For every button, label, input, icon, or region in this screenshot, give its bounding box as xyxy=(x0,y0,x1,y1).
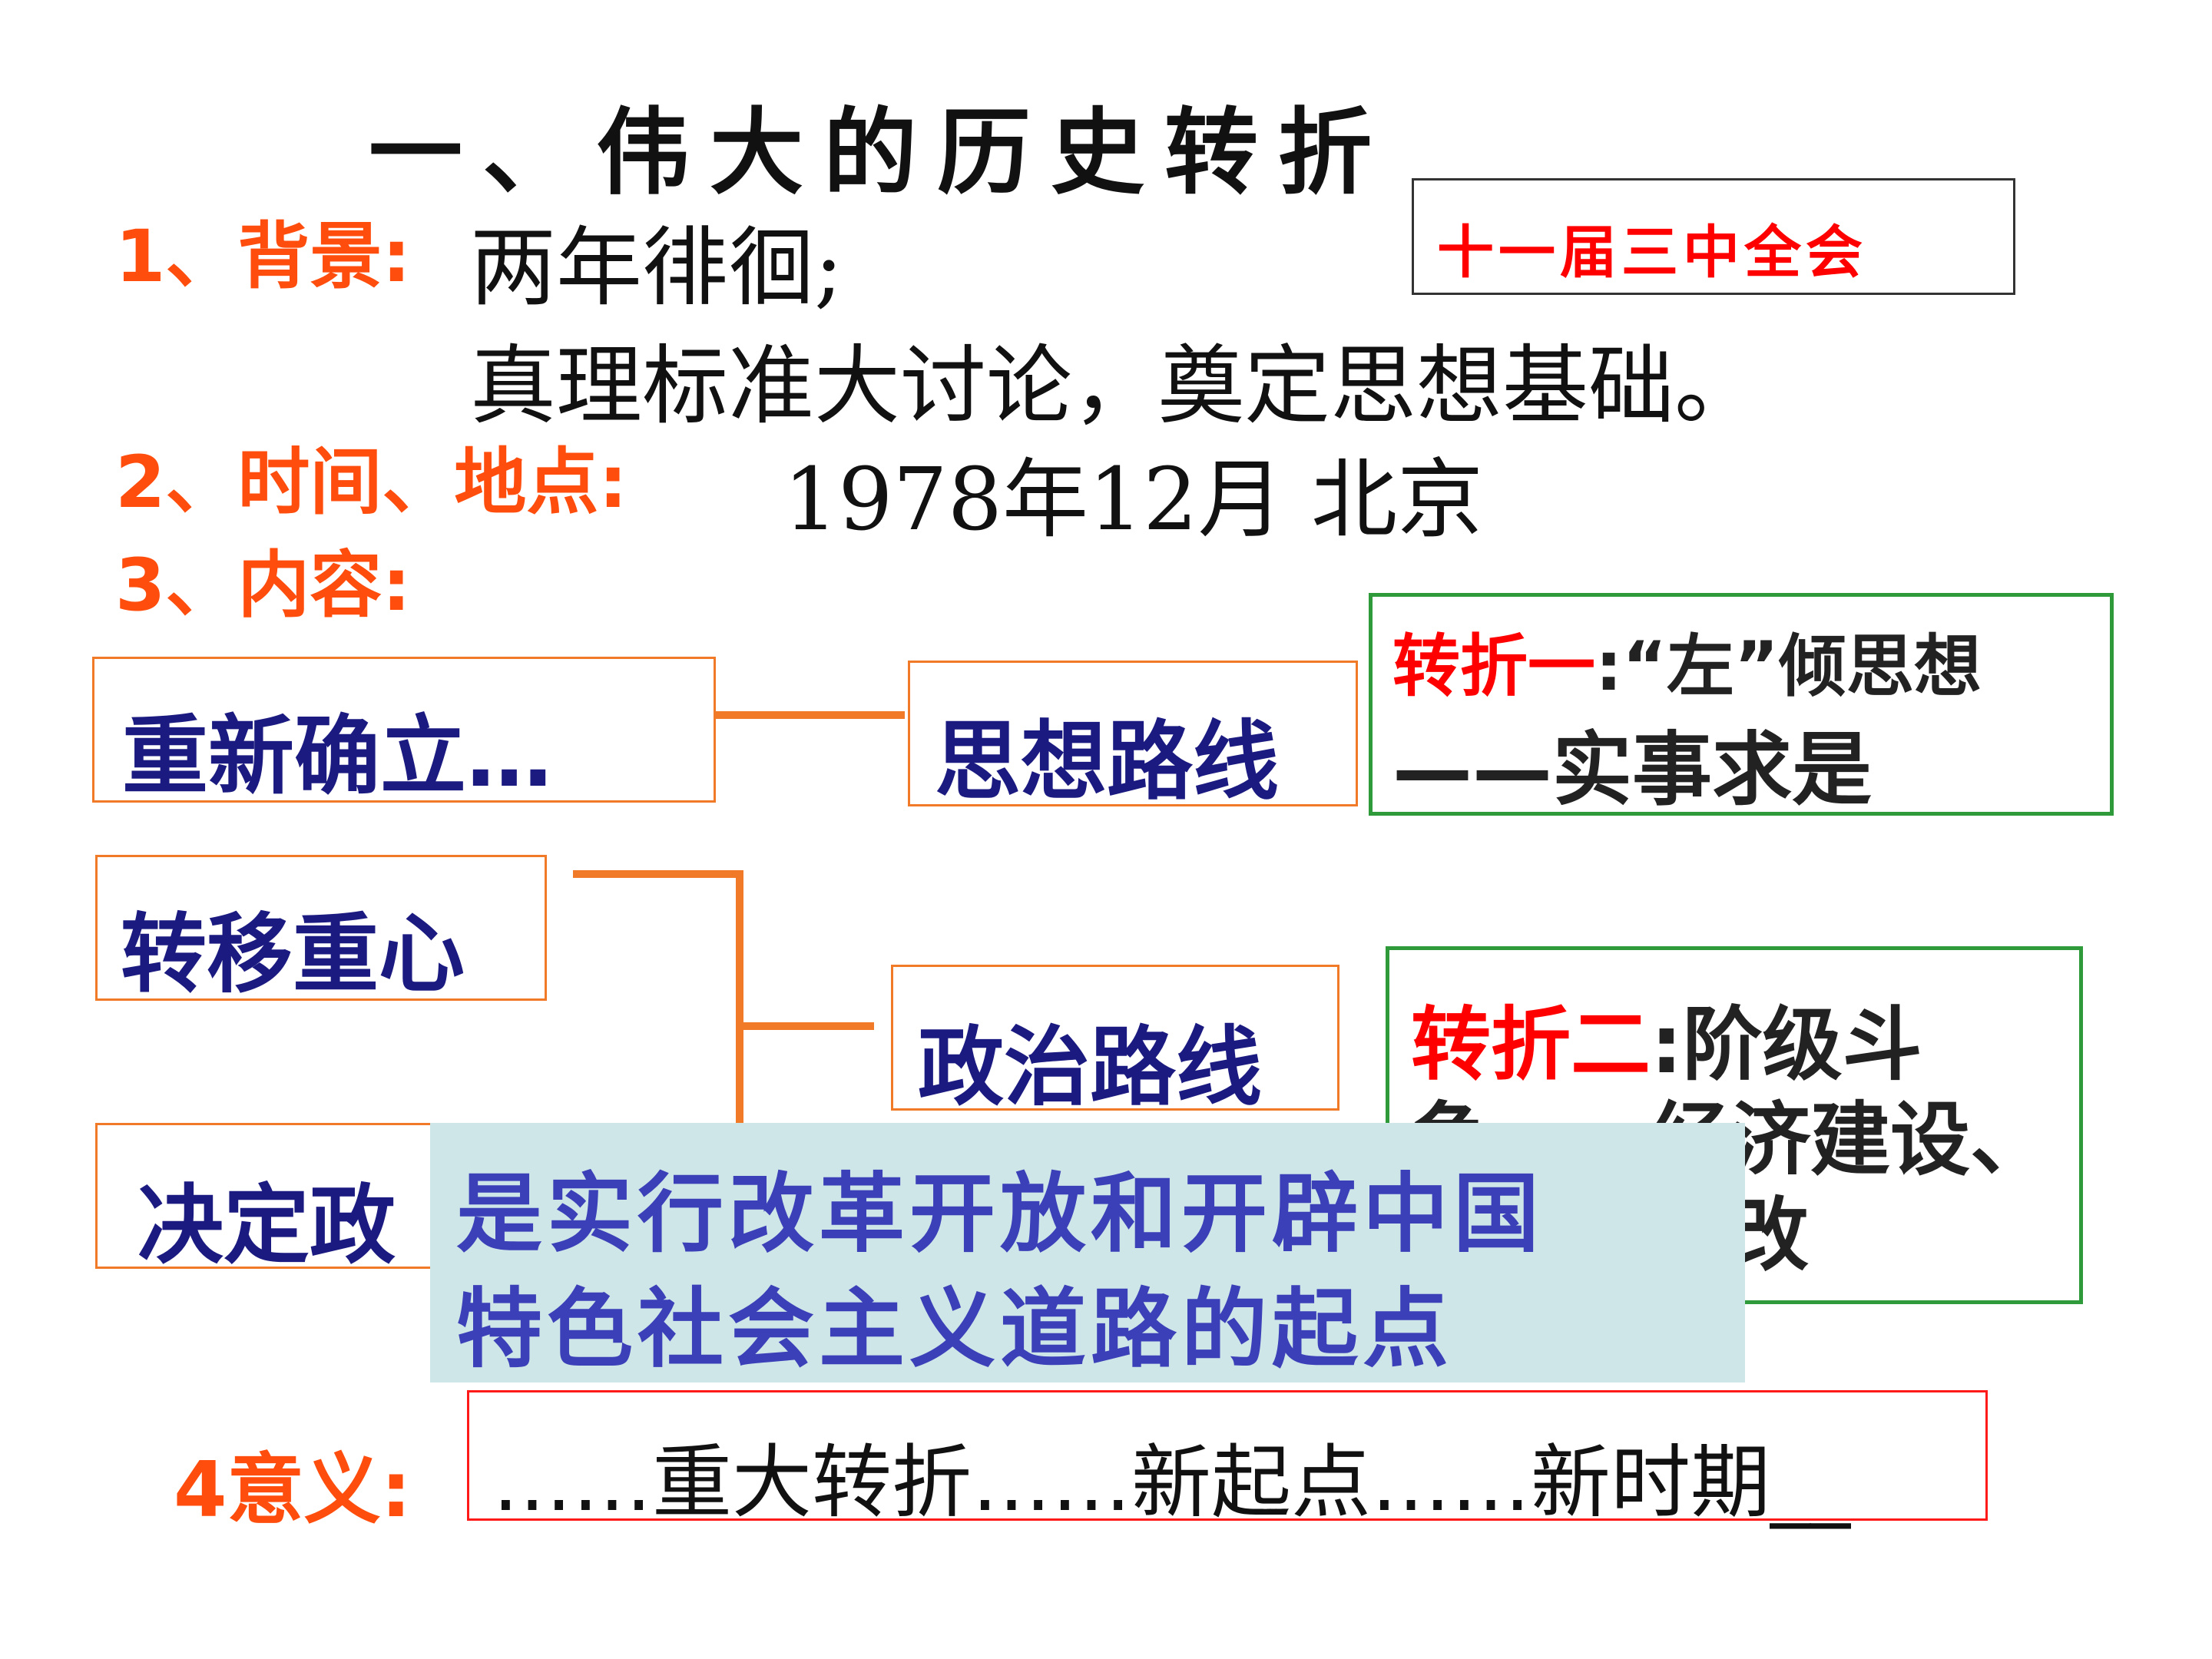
ideological-line-text: 思想路线 xyxy=(935,712,1279,812)
background-line-1: 两年徘徊; xyxy=(470,218,843,318)
turning-two-text-1: :阶级斗 xyxy=(1651,998,1922,1091)
turning-two-line-1: 转折二:阶级斗 xyxy=(1411,979,1922,1095)
political-line-text: 政治路线 xyxy=(918,1018,1262,1118)
background-label: 1、背景: xyxy=(115,215,411,299)
content-label: 3、内容: xyxy=(115,544,411,628)
ideological-line-box: 思想路线 xyxy=(908,661,1358,812)
page-title: 一、伟大的历史转折 xyxy=(369,98,1392,207)
turning-one-text-2: ——实事求是 xyxy=(1392,723,1873,816)
significance-label: 4意义: xyxy=(174,1445,412,1535)
connector-top xyxy=(716,711,905,719)
time-place-value: 1978年12月 北京 xyxy=(783,450,1484,550)
overlay-callout: 是实行改革开放和开辟中国 特色社会主义道路的起点 xyxy=(430,1123,1745,1382)
shift-focus-box: 转移重心 xyxy=(95,855,547,1005)
turning-one-text-1: :“左”倾思想 xyxy=(1595,627,1982,706)
connector-from-shift-focus xyxy=(573,870,743,878)
re-establish-box: 重新确立… xyxy=(92,657,716,806)
plenum-label-box: 十一届三中全会 xyxy=(1412,178,2015,295)
plenum-label: 十一届三中全会 xyxy=(1437,220,1867,286)
turning-one-label: 转折一 xyxy=(1392,627,1596,706)
significance-text: ……重大转折……新起点……新时期__ xyxy=(492,1435,1851,1529)
significance-box: ……重大转折……新起点……新时期__ xyxy=(467,1390,1988,1529)
shift-focus-text: 转移重心 xyxy=(121,905,465,1005)
connector-to-political-line xyxy=(736,1022,874,1030)
turning-two-label: 转折二 xyxy=(1411,998,1651,1091)
decide-policy-text: 决定政 xyxy=(137,1176,396,1276)
political-line-box: 政治路线 xyxy=(891,965,1339,1118)
re-establish-text: 重新确立… xyxy=(122,707,552,806)
overlay-line-2: 特色社会主义道路的起点 xyxy=(456,1280,1453,1379)
turning-one-box: 转折一:“左”倾思想 ——实事求是 xyxy=(1369,593,2114,816)
background-line-2: 真理标准大讨论，奠定思想基础。 xyxy=(470,336,1760,436)
time-place-label: 2、时间、地点: xyxy=(115,441,628,525)
overlay-line-1: 是实行改革开放和开辟中国 xyxy=(456,1164,1544,1264)
connector-vertical xyxy=(736,870,743,1131)
turning-one-line-1: 转折一:“左”倾思想 xyxy=(1392,612,1982,710)
